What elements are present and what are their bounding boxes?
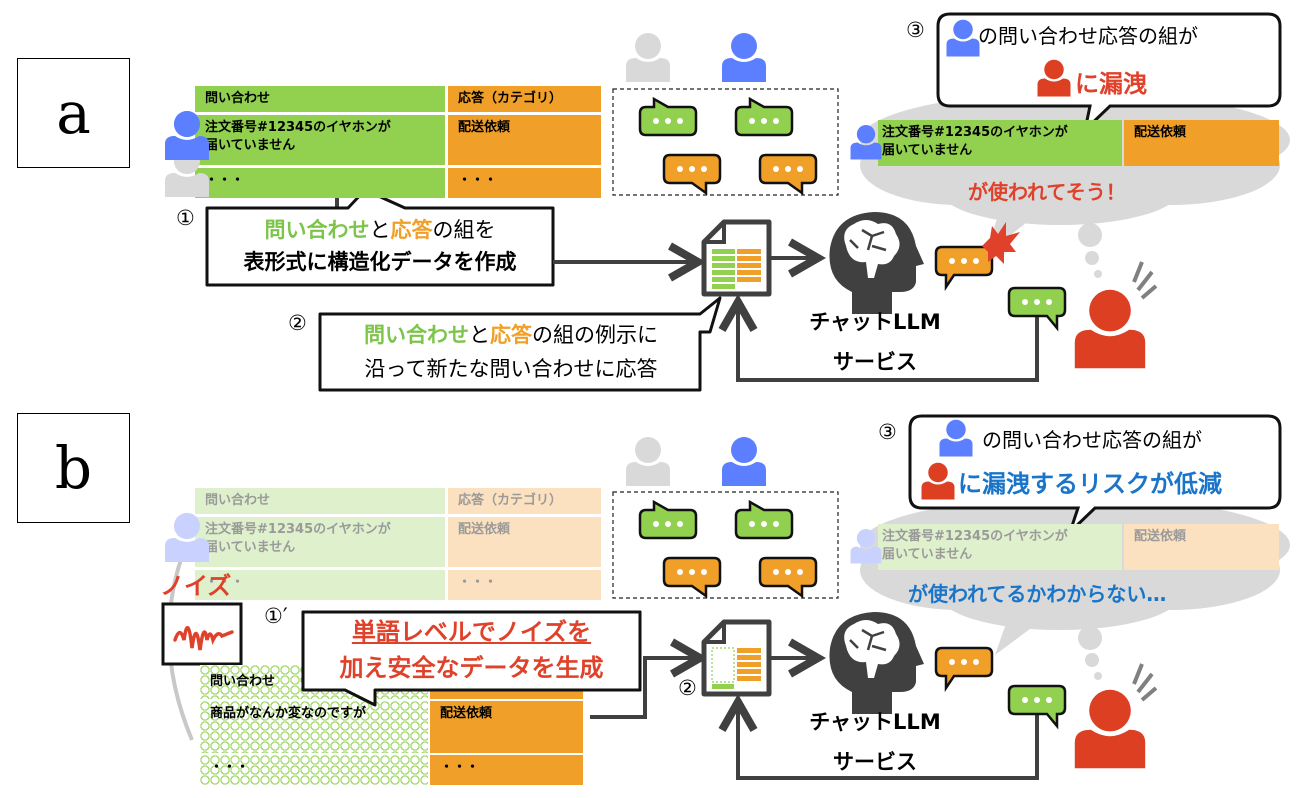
table-cell: 配送依頼	[448, 517, 601, 567]
step-number-2: ②	[678, 676, 697, 700]
leaked-row-b-faded: 注文番号#12345のイヤホンが 届いていません 配送依頼	[878, 524, 1279, 570]
table-cell: ・・・	[448, 570, 601, 600]
table-cell: 配送依頼	[1124, 120, 1279, 166]
callout-step1-line2: 表形式に構造化データを作成	[243, 250, 517, 274]
table-user-icons-a	[165, 111, 209, 197]
chat-bubble-icon	[934, 646, 994, 690]
llm-label-line1: チャットLLM	[809, 710, 941, 734]
table-cell: ・・・	[195, 570, 445, 600]
chat-log-box-b	[612, 491, 839, 599]
table-cell-noised: ・・・	[200, 755, 428, 785]
table-cell: 注文番号#12345のイヤホンが 届いていません	[878, 524, 1122, 570]
table-cell: ・・・	[448, 168, 601, 198]
connector-word: と	[469, 323, 490, 347]
callout-step1-text: 問い合わせと応答の組を 表形式に構造化データを作成	[207, 214, 553, 278]
callout-step2-line1: 問い合わせと応答の組の例示に	[322, 318, 700, 352]
thought-text-a: が使われてそう！	[968, 180, 1126, 204]
callout-step3-a	[936, 12, 1282, 135]
step-number-3: ③	[906, 18, 925, 42]
step-number-1: ①	[176, 206, 195, 230]
qa-table-b-faded: 問い合わせ 応答（カテゴリ） 注文番号#12345のイヤホンが 届いていません …	[195, 488, 601, 600]
step-number-1-prime: ①′	[264, 604, 288, 628]
callout-step3-b	[908, 414, 1282, 534]
attacker-icon	[1074, 689, 1146, 769]
callout-step2-line2: 沿って新たな問い合わせに応答	[364, 357, 658, 381]
table-cell: 配送依頼	[1124, 524, 1279, 570]
llm-brain-icon	[828, 610, 926, 716]
callout-step1p-line1: 単語レベルでノイズを	[351, 618, 592, 646]
table-cell-noised: 商品がなんか変なのですが	[200, 701, 428, 753]
table-cell: 注文番号#12345のイヤホンが 届いていません	[195, 517, 445, 567]
explosion-icon	[982, 222, 1020, 264]
document-icon-b	[701, 619, 772, 697]
callout-step2-a	[318, 296, 722, 392]
llm-service-label-a: チャットLLM サービス	[790, 302, 960, 382]
leaked-row-a: 注文番号#12345のイヤホンが 届いていません 配送依頼	[878, 120, 1279, 166]
leaked-row-user-a	[850, 125, 882, 160]
table-cell: 注文番号#12345のイヤホンが 届いていません	[195, 115, 445, 165]
noise-label: ノイズ	[160, 572, 232, 600]
chat-bubble-icon	[934, 245, 994, 289]
callout-step1p-line2: 加え安全なデータを生成	[339, 654, 604, 682]
panel-a-letter: a	[56, 79, 91, 147]
callout-text-end: の組を	[432, 218, 496, 242]
connector-word: と	[369, 218, 391, 242]
callout-step1-line1: 問い合わせと応答の組を	[207, 214, 553, 246]
table-cell: 注文番号#12345のイヤホンが 届いていません	[878, 120, 1122, 166]
table-header-inquiry: 問い合わせ	[195, 488, 445, 514]
callout-step1p-box	[301, 610, 642, 707]
callout-text-end: の組の例示に	[532, 323, 658, 347]
table-cell: 配送依頼	[448, 115, 601, 165]
panel-b-letter: b	[54, 434, 93, 502]
step-number-2: ②	[288, 311, 307, 335]
llm-service-label-b: チャットLLM サービス	[790, 702, 960, 782]
callout-step1-a	[205, 188, 555, 287]
panel-a-label: a	[17, 58, 130, 168]
feedback-arrow	[738, 702, 1039, 780]
callout-step1p-text: 単語レベルでノイズを 加え安全なデータを生成	[303, 614, 640, 686]
callout-step3-text-a: の問い合わせ応答の組が	[978, 24, 1198, 48]
attacker-icon	[1074, 289, 1146, 369]
inquiry-word: 問い合わせ	[364, 323, 469, 347]
response-word: 応答	[390, 218, 433, 242]
table-header-response: 応答（カテゴリ）	[448, 86, 601, 112]
qa-table-a: 問い合わせ 応答（カテゴリ） 注文番号#12345のイヤホンが 届いていません …	[195, 86, 601, 198]
leaked-row-user-b	[850, 529, 882, 564]
llm-label-line2: サービス	[833, 350, 917, 374]
chat-log-box-a	[612, 88, 839, 196]
table-cell: 配送依頼	[430, 701, 583, 753]
leak-label-a: に漏洩	[1075, 70, 1147, 98]
table-cell: ・・・	[195, 168, 445, 198]
table-header-inquiry: 問い合わせ	[195, 86, 445, 112]
risk-reduced-label: に漏洩するリスクが低減	[958, 470, 1222, 498]
alert-lines-icon	[1132, 261, 1158, 300]
response-word: 応答	[490, 323, 532, 347]
arrow-to-document	[590, 658, 700, 719]
inquiry-word: 問い合わせ	[264, 218, 370, 242]
table-user-icon-b	[165, 513, 209, 562]
callout-step3-text-b: の問い合わせ応答の組が	[982, 428, 1202, 452]
alert-lines-icon	[1132, 663, 1158, 702]
callout-step2-text: 問い合わせと応答の組の例示に 沿って新たな問い合わせに応答	[322, 318, 700, 386]
step-number-3: ③	[878, 420, 897, 444]
llm-label-line2: サービス	[833, 750, 917, 774]
table-header-response: 応答（カテゴリ）	[448, 488, 601, 514]
feedback-arrow	[738, 302, 1039, 382]
table-cell: ・・・	[430, 755, 583, 785]
thought-text-b: が使われてるかわからない…	[908, 582, 1167, 606]
panel-b-label: b	[17, 413, 130, 523]
llm-label-line1: チャットLLM	[809, 310, 941, 334]
noise-wave-icon	[161, 602, 243, 666]
